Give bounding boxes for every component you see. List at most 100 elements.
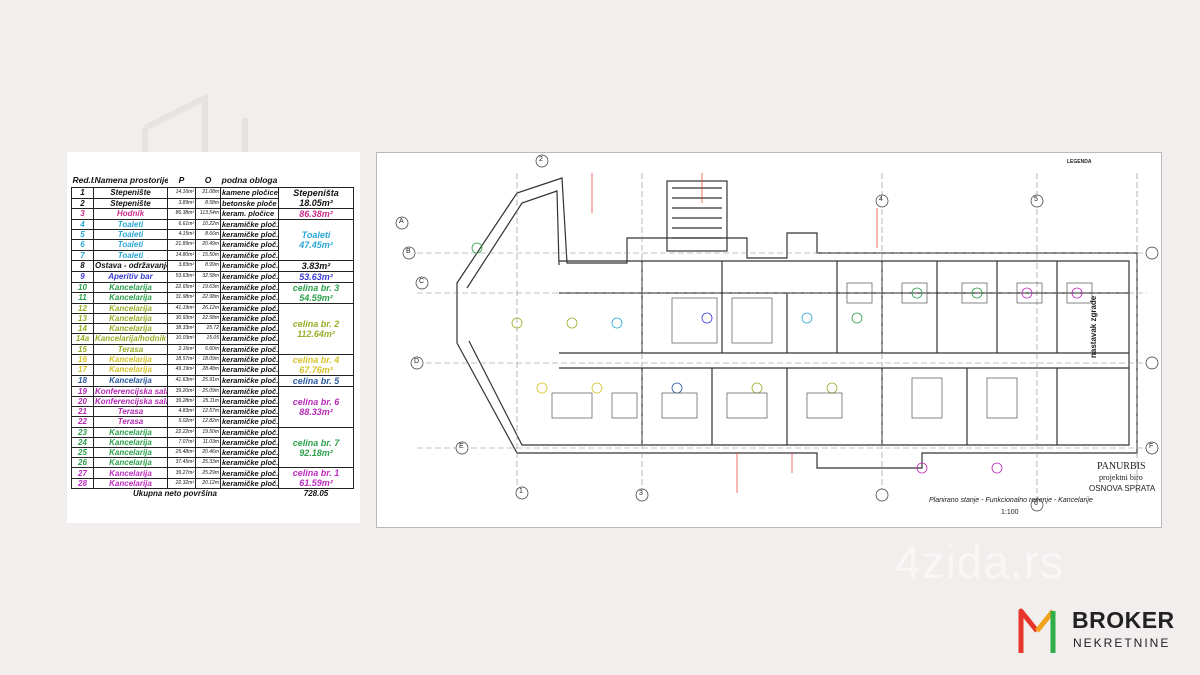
cell-no: 23 [71,426,94,438]
cell-name: Terasa [93,406,168,418]
cell-no: 3 [71,208,94,220]
cell-name: Kancelarija [93,374,168,387]
cell-no: 12 [71,302,94,315]
broker-logo-icon [1018,608,1056,653]
group-summary: celina br. 3 54.59m² [278,281,354,304]
cell-floor: keramičke ploč. [220,374,279,387]
cell-o: 28.48m [195,364,221,376]
cell-o: 8.58m [195,197,221,209]
group-summary: 3.83m² [278,259,354,272]
watermark-text: 4zida.rs [895,536,1065,588]
cell-o: 25.29m [195,467,221,479]
cell-no: 20 [71,396,94,408]
cell-no: 8 [71,259,94,272]
side-label-nastavak-zgrade: nastavak zgrade [1089,295,1098,358]
header-namena: Namena prostorije [94,175,168,185]
cell-name: Kancelarija [93,457,168,469]
cell-p: 37.45m² [167,457,196,469]
cell-no: 26 [71,457,94,469]
cell-floor: keramičke ploč. [220,385,279,398]
cell-no: 16 [71,353,94,366]
cell-no: 4 [71,218,94,231]
cell-o: 15.50m [195,249,221,261]
cell-no: 2 [71,197,94,209]
cell-floor: keramičke ploč. [220,270,279,283]
group-summary: celina br. 4 67.76m² [278,353,354,376]
cell-no: 24 [71,436,94,449]
header-o: O [204,175,212,185]
title-company: PANURBIS [1097,461,1146,472]
cell-o: 25.11m [195,396,221,408]
cell-p: 14.16m² [167,187,196,199]
cell-no: 15 [71,343,94,355]
cell-o: 10.22m [195,218,221,231]
cell-o: 11.03m [195,436,221,449]
total-value: 728.05 [278,488,354,499]
group-summary: celina br. 1 61.59m² [278,467,354,490]
cell-p: 2.16m² [167,343,196,355]
cell-no: 7 [71,249,94,261]
axis-number-6: 6 [1034,500,1038,507]
cell-o: 18.09m [195,353,221,366]
cell-p: 3.83m² [167,259,196,272]
cell-o: 25.72 [195,323,221,335]
axis-label-d: D [414,358,420,365]
cell-name: Kancelarija [93,313,168,325]
cell-no: 14 [71,323,94,335]
group-summary: Toaleti 47.45m² [278,219,354,261]
cell-no: 5 [71,229,94,241]
cell-floor: keram. pločice [220,208,279,220]
cell-floor: keramičke ploč. [220,239,279,251]
cell-p: 7.07m² [167,436,196,449]
cell-p: 41.63m² [167,374,196,387]
cell-name: Kancelarija [93,477,168,490]
total-label: Ukupna neto površina [71,488,279,499]
cell-p: 4.15m² [167,229,196,241]
cell-p: 10.03m² [167,333,196,345]
cell-p: 25.48m² [167,447,196,459]
cell-p: 22.65m² [167,281,196,294]
cell-o: 25.91m [195,374,221,387]
cell-o: 113.54m [195,208,221,220]
cell-no: 19 [71,385,94,398]
cell-floor: keramičke ploč. [220,343,279,355]
cell-floor: keramičke ploč. [220,436,279,449]
cell-o: 19.50m [195,426,221,438]
cell-name: Kancelarija [93,364,168,376]
cell-name: Konferencijska sala [93,385,168,398]
group-summary: celina br. 7 92.18m² [278,426,354,469]
cell-floor: keramičke ploč. [220,218,279,231]
cell-p: 5.02m² [167,416,196,428]
cell-name: Toaleti [93,249,168,261]
axis-number-2: 2 [539,156,543,163]
cell-floor: betonske ploče [220,197,279,209]
axis-number-5: 5 [1034,196,1038,203]
cell-p: 39.28m² [167,396,196,408]
cell-name: Toaleti [93,218,168,231]
cell-name: Ostava - održavanje [93,259,168,272]
axis-number-1: 1 [519,488,523,495]
cell-name: Kancelarija [93,467,168,479]
cell-no: 1 [71,187,94,199]
group-summary: 53.63m² [278,270,354,283]
cell-o: 15.05 [195,333,221,345]
cell-o: 25.33m [195,457,221,469]
cell-o: 20.12m [195,477,221,490]
cell-floor: keramičke ploč. [220,333,279,345]
table-header-row: Red.br. Namena prostorije P O podna oblo… [72,174,354,188]
